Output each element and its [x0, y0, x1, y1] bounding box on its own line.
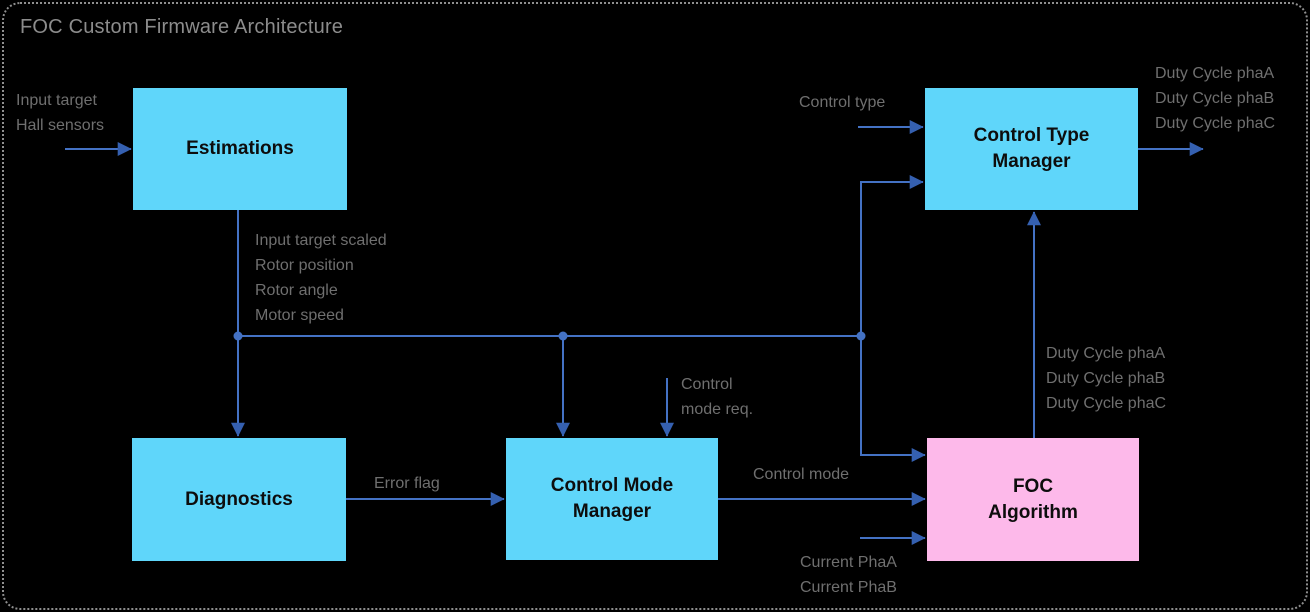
node-estimations-label: Estimations [186, 138, 294, 159]
edge-label-control-mode-req: Control mode req. [681, 376, 754, 418]
node-foc-algorithm-label: FOC Algorithm [988, 475, 1078, 523]
node-control-mode-manager: Control Mode Manager [506, 438, 718, 560]
junction-dot [558, 331, 568, 341]
node-control-type-manager: Control Type Manager [925, 88, 1138, 210]
edge-label-duty-cycle-outputs-top: Duty Cycle phaA Duty Cycle phaB Duty Cyc… [1155, 65, 1276, 132]
node-diagnostics: Diagnostics [132, 438, 346, 561]
edge-label-current-inputs: Current PhaA Current PhaB [800, 554, 897, 596]
node-control-mode-manager-label: Control Mode Manager [550, 475, 674, 522]
diagram-title: FOC Custom Firmware Architecture [20, 16, 344, 38]
edge-label-estimations-inputs: Input target Hall sensors [16, 92, 105, 134]
node-control-type-manager-label: Control Type Manager [973, 125, 1090, 172]
edge-label-control-mode: Control mode [753, 466, 850, 483]
node-foc-algorithm: FOC Algorithm [927, 438, 1139, 561]
junction-dot [856, 331, 866, 341]
connector-bus-to-control-type-manager [860, 175, 924, 336]
edge-label-error-flag: Error flag [374, 475, 440, 492]
edge-label-duty-cycle-outputs-mid: Duty Cycle phaA Duty Cycle phaB Duty Cyc… [1046, 345, 1167, 412]
junction-dot [233, 331, 243, 341]
node-estimations: Estimations [133, 88, 347, 210]
node-diagnostics-label: Diagnostics [185, 488, 293, 510]
edge-label-estimations-outputs: Input target scaled Rotor position Rotor… [255, 232, 387, 324]
connector-bus-to-foc-algorithm [860, 336, 926, 462]
edge-label-control-type-input: Control type [799, 94, 886, 111]
